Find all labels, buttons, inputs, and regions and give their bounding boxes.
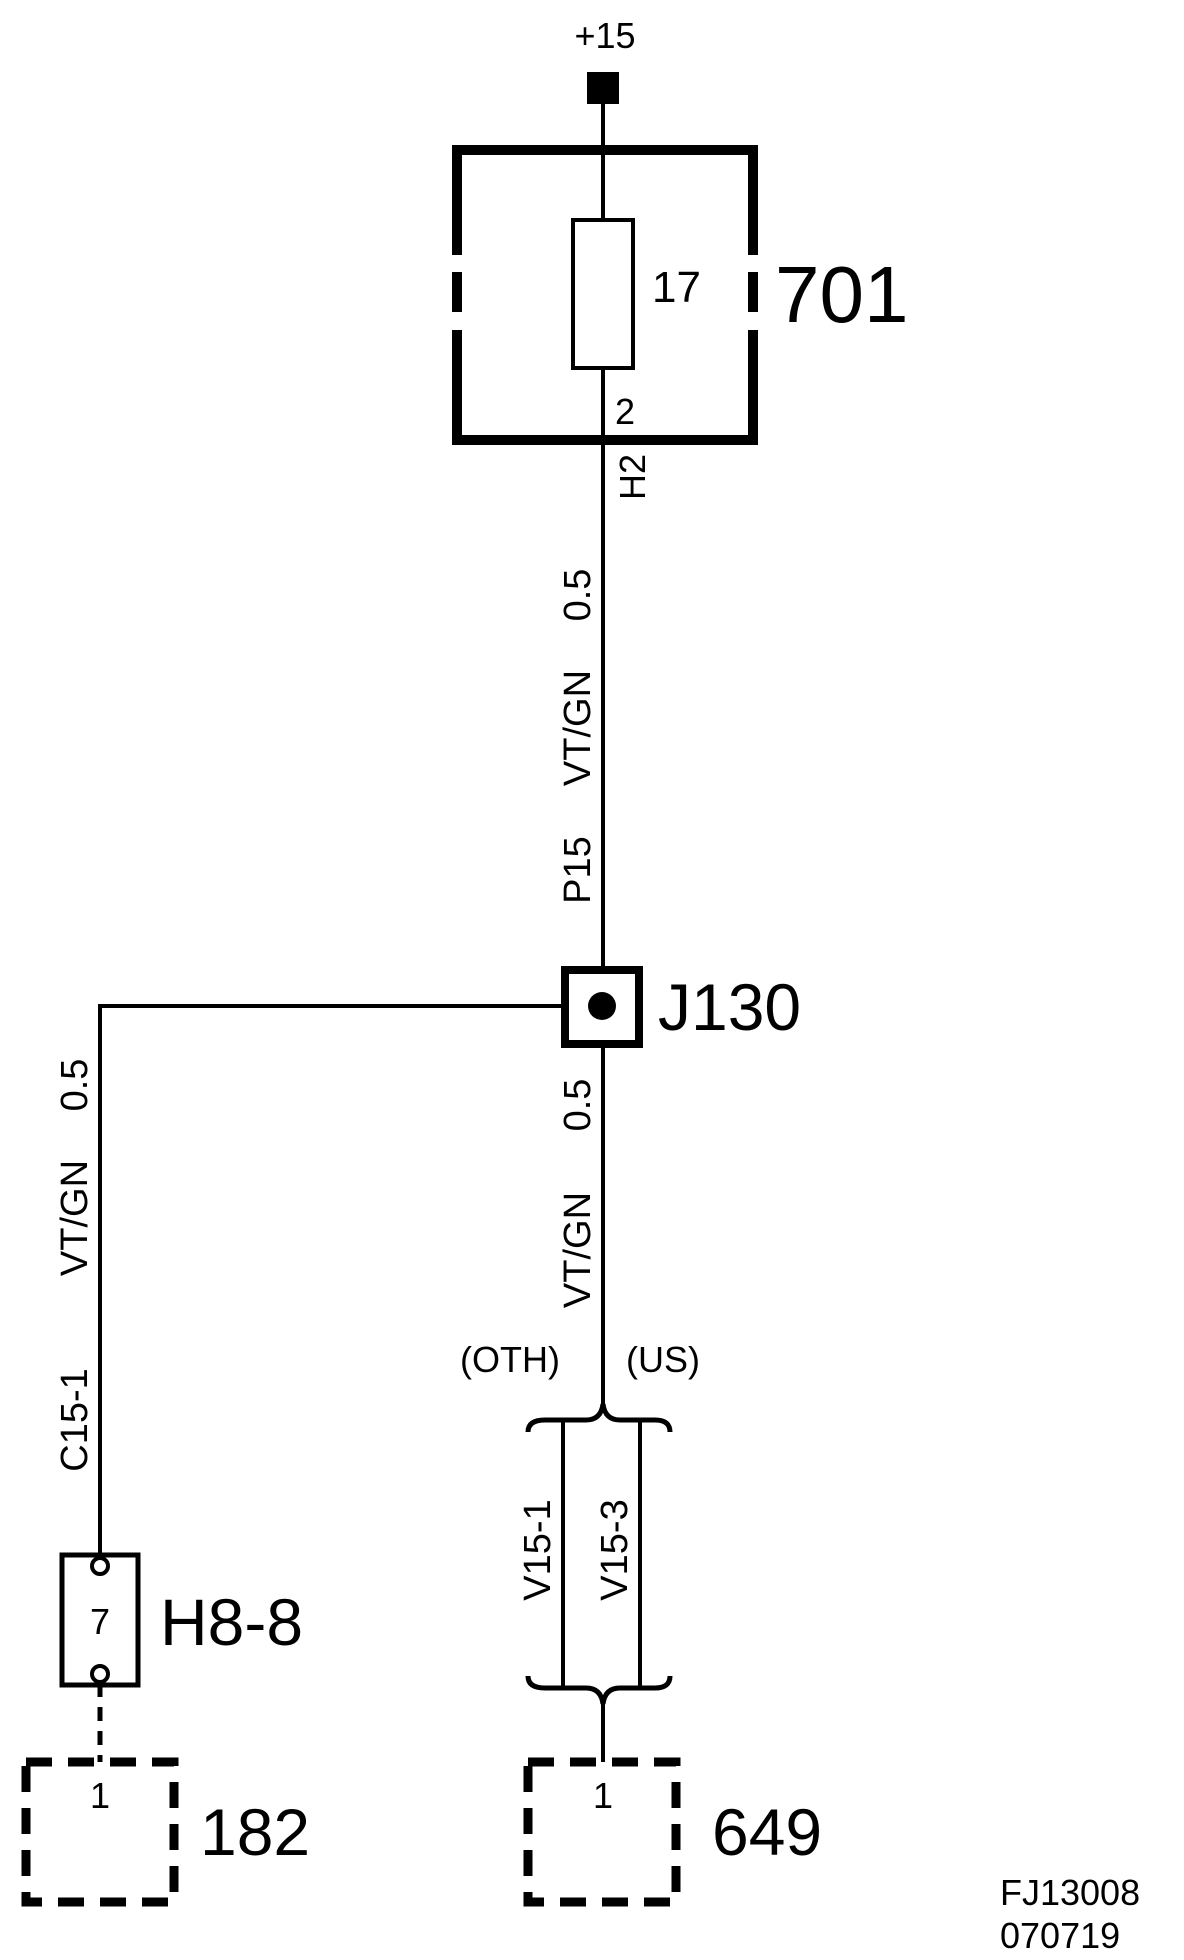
variant-right-circuit: V15-3 — [594, 1499, 636, 1600]
component-182-id: 182 — [200, 1795, 310, 1869]
left-wire-color: VT/GN — [54, 1160, 96, 1276]
left-wire-circuit: C15-1 — [54, 1368, 96, 1472]
variant-brace-bottom — [525, 1675, 673, 1705]
main-wire-color: VT/GN — [557, 670, 599, 786]
figure-code-line1: FJ13008 — [1000, 1872, 1140, 1913]
fuse-connector-id: H2 — [612, 454, 653, 500]
fuse-box-701 — [452, 145, 758, 445]
fuse-number: 17 — [652, 263, 701, 312]
wire-left-branch — [98, 1004, 565, 1560]
connector-h8-pin-bottom — [90, 1664, 110, 1684]
variant-brace-top — [525, 1403, 673, 1433]
connector-h8-pin-top — [90, 1556, 110, 1576]
fuse-pin: 2 — [615, 391, 635, 432]
component-182-box — [21, 1757, 179, 1907]
main-wire-size: 0.5 — [557, 569, 599, 622]
fuse-element — [571, 218, 635, 370]
down-wire-color: VT/GN — [557, 1192, 599, 1308]
component-649-id: 649 — [712, 1795, 822, 1869]
down-wire-size: 0.5 — [557, 1079, 599, 1132]
variant-right-label: (US) — [626, 1339, 700, 1380]
component-649-box — [523, 1757, 681, 1907]
main-wire-circuit: P15 — [557, 836, 599, 904]
variant-left-label: (OTH) — [460, 1339, 560, 1380]
component-649-pin: 1 — [593, 1775, 613, 1816]
supply-terminal — [587, 72, 619, 104]
supply-label: +15 — [574, 15, 635, 56]
component-182-pin: 1 — [90, 1775, 110, 1816]
figure-code-line2: 070719 — [1000, 1915, 1120, 1956]
fuse-box-id: 701 — [775, 250, 908, 339]
splice-dot — [588, 992, 616, 1020]
connector-h8-id: H8-8 — [160, 1585, 303, 1659]
variant-left-circuit: V15-1 — [517, 1499, 559, 1600]
connector-h8-pin: 7 — [90, 1601, 110, 1642]
left-wire-size: 0.5 — [54, 1059, 96, 1112]
splice-id: J130 — [658, 970, 801, 1044]
